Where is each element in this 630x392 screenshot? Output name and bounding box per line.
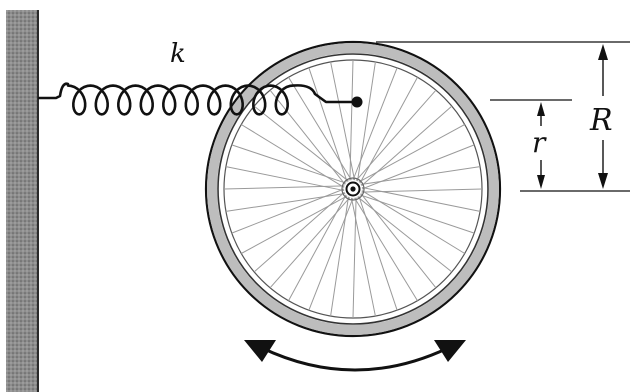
rotation-arrow [244, 340, 466, 372]
spoke [269, 197, 351, 289]
spoke [355, 89, 437, 181]
spoke [269, 89, 346, 185]
inner-radius-arrowhead-bottom [537, 175, 545, 189]
wall [6, 10, 39, 392]
outer-radius-arrowhead-bottom [598, 173, 608, 189]
spoke [352, 197, 357, 319]
spoke [358, 195, 398, 311]
spoke [352, 67, 398, 181]
spoke [225, 166, 345, 192]
rotation-arrowhead-right [434, 340, 466, 362]
spokes [223, 59, 483, 319]
rotation-arc [261, 346, 449, 372]
wall-surface [6, 10, 38, 392]
spring-constant-label: k [170, 39, 186, 69]
spoke [225, 193, 346, 212]
rim-outer [217, 53, 489, 325]
outer-radius-label: R [589, 103, 613, 138]
axle [350, 186, 356, 192]
hub-flange [341, 177, 365, 201]
spoke [358, 124, 465, 183]
spoke [361, 190, 465, 254]
outer-radius-arrowhead-top [598, 44, 608, 60]
radius-dimensions: R r [376, 41, 630, 192]
spring [38, 82, 363, 116]
tire [207, 43, 499, 335]
spoke [241, 124, 345, 188]
rotation-arrowhead-left [244, 340, 276, 362]
spoke [360, 166, 481, 185]
spring-attachment-point [351, 96, 363, 108]
spoke [308, 67, 348, 183]
spoke [360, 193, 437, 289]
spoke [361, 186, 481, 212]
wheel [204, 40, 502, 338]
spoke [241, 195, 348, 254]
inner-radius-label: r [532, 126, 547, 159]
inner-radius-arrowhead-top [537, 102, 545, 116]
spoke [349, 59, 354, 181]
spoke [308, 197, 354, 311]
spring-coil [38, 82, 357, 116]
